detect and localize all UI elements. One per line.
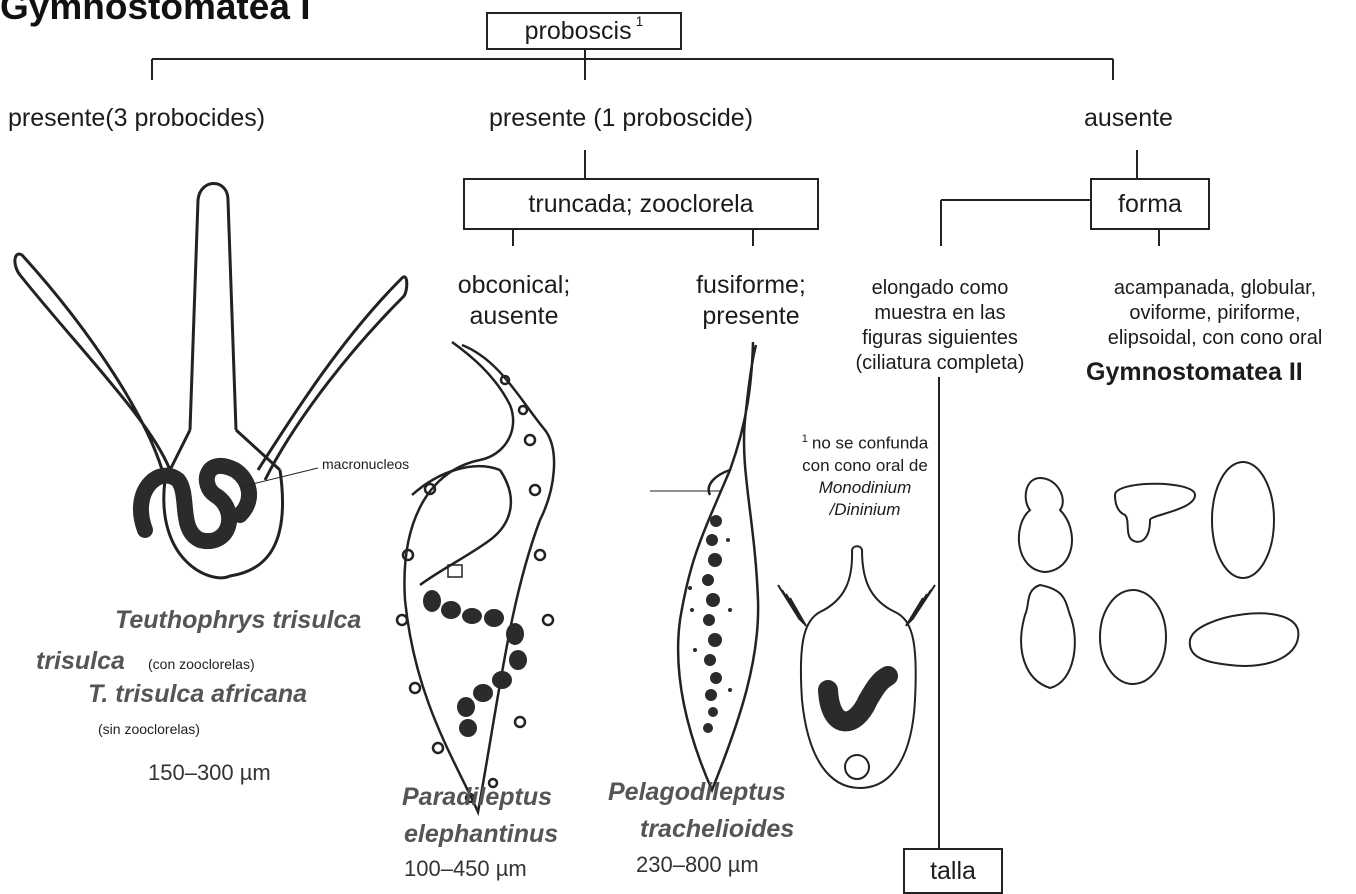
root-footnote-mark: 1 [636, 13, 644, 29]
paradileptus-name2: elephantinus [404, 820, 558, 849]
gymnostomatea-ii-label: Gymnostomatea II [1086, 358, 1303, 387]
branch-label-right: ausente [1084, 104, 1173, 133]
right-child-b: acampanada, globular, oviforme, piriform… [1076, 276, 1354, 351]
root-label: proboscis [525, 17, 632, 46]
middle-child-a-line2: ausente [434, 301, 594, 332]
pelagodileptus-size: 230–800 µm [636, 852, 759, 878]
bottom-box-talla: talla [903, 848, 1003, 894]
gymnostomatea-ii-shapes [1019, 462, 1298, 688]
footnote: 1 no se confunda con cono oral de Monodin… [785, 428, 945, 521]
teuthophrys-drawing [15, 184, 407, 578]
right-child-a-line3: figuras siguientes [830, 326, 1050, 351]
footnote-line3: Monodinium [785, 477, 945, 499]
teuthophrys-note1: (con zooclorelas) [148, 656, 255, 672]
monodinium-macronucleus [828, 676, 888, 721]
middle-child-b-line2: presente [671, 301, 831, 332]
paradileptus-name1: Paradileptus [402, 783, 552, 812]
branch-label-middle: presente (1 proboscide) [489, 104, 753, 133]
macronucleus-teuthophrys [141, 466, 249, 541]
middle-box: truncada; zooclorela [463, 178, 819, 230]
middle-child-b-line1: fusiforme; [671, 270, 831, 301]
right-child-a-line1: elongado como [830, 276, 1050, 301]
right-child-b-line3: elipsoidal, con cono oral [1076, 326, 1354, 351]
macronucleus-annotation: macronucleos [322, 456, 409, 472]
footnote-line1: no se confunda [812, 434, 928, 453]
tree-connectors [152, 48, 1159, 848]
right-child-b-line2: oviforme, piriforme, [1076, 301, 1354, 326]
paradileptus-drawing [397, 342, 554, 812]
teuthophrys-note2: (sin zooclorelas) [98, 721, 200, 737]
teuthophrys-name1: Teuthophrys trisulca [115, 606, 361, 635]
monodinium-drawing [778, 546, 935, 788]
page-title: Gymnostomatea I [0, 0, 310, 28]
footnote-line4: /Dininium [785, 499, 945, 521]
middle-child-a: obconical; ausente [434, 270, 594, 332]
right-child-b-line1: acampanada, globular, [1076, 276, 1354, 301]
teuthophrys-name2: trisulca [36, 647, 125, 676]
pelagodileptus-macronucleus [688, 515, 732, 733]
teuthophrys-size: 150–300 µm [148, 760, 271, 786]
branch-label-left: presente(3 probocides) [8, 104, 265, 133]
middle-child-b: fusiforme; presente [671, 270, 831, 332]
middle-child-a-line1: obconical; [434, 270, 594, 301]
right-child-a-line4: (ciliatura completa) [830, 351, 1050, 376]
paradileptus-macronucleus [423, 590, 527, 737]
footnote-mark: 1 [802, 433, 808, 445]
pelagodileptus-name2: trachelioides [640, 815, 794, 844]
pelagodileptus-name1: Pelagodileptus [608, 778, 786, 807]
right-child-a: elongado como muestra en las figuras sig… [830, 276, 1050, 376]
right-box-forma: forma [1090, 178, 1210, 230]
paradileptus-size: 100–450 µm [404, 856, 527, 882]
right-child-a-line2: muestra en las [830, 301, 1050, 326]
teuthophrys-name3: T. trisulca africana [88, 680, 307, 709]
footnote-line2: con cono oral de [785, 455, 945, 477]
